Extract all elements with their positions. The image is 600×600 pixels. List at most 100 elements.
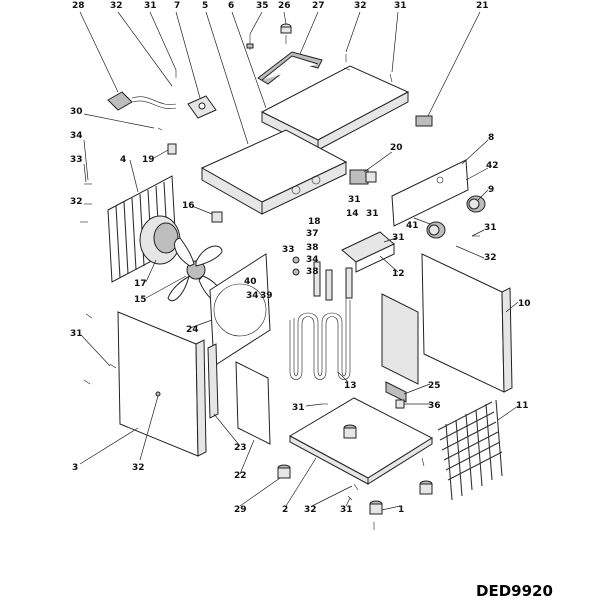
callout-13: 13 (344, 381, 357, 391)
callout-35: 35 (256, 1, 269, 11)
callout-24: 24 (186, 325, 199, 335)
callout-36: 36 (428, 401, 441, 411)
leader-34-left (83, 139, 89, 181)
callout-19: 19 (142, 155, 155, 165)
part-foot-left (277, 464, 291, 479)
leader-32-top (117, 11, 173, 87)
part-control-panel (391, 159, 469, 227)
callout-34-mid: 34 (246, 291, 259, 301)
callout-33-mid: 33 (282, 245, 295, 255)
leader-25 (403, 383, 431, 395)
part-foot-right (419, 480, 433, 495)
leader-11 (497, 405, 519, 421)
callout-15: 15 (134, 295, 147, 305)
callout-31-knob: 31 (484, 223, 497, 233)
part-power-cord (107, 91, 177, 111)
leader-32-bottom-left (139, 395, 159, 461)
callout-8: 8 (488, 133, 494, 143)
part-base-plate (288, 397, 434, 485)
callout-2: 2 (282, 505, 288, 515)
callout-32-knob: 32 (484, 253, 497, 263)
callout-34-left: 34 (70, 131, 83, 141)
callout-labels: 28 32 31 7 5 6 35 26 27 32 31 21 30 34 3… (70, 1, 531, 515)
part-bracket-23 (207, 343, 219, 419)
callout-20: 20 (390, 143, 403, 153)
leader-31-center (305, 403, 323, 407)
callout-31-left: 31 (70, 329, 83, 339)
leader-8 (461, 139, 489, 165)
model-number: DED9920 (476, 582, 553, 600)
part-knob-9 (466, 195, 486, 213)
callout-37: 37 (306, 229, 319, 239)
callout-27: 27 (312, 1, 325, 11)
leader-27 (299, 11, 319, 55)
callout-7: 7 (174, 1, 180, 11)
callout-31-bottom: 31 (340, 505, 353, 515)
leader-33-left (83, 163, 87, 183)
leader-32-mid (455, 245, 485, 259)
leader-1 (381, 505, 401, 511)
part-spacer-36 (395, 399, 405, 409)
part-knob-41 (426, 221, 446, 239)
leader-17 (145, 259, 157, 283)
leader-6 (231, 11, 267, 109)
part-thermostat (415, 115, 433, 127)
callout-3: 3 (72, 463, 78, 473)
leader-lines (79, 11, 519, 511)
callout-31-switch2: 31 (366, 209, 379, 219)
leader-30 (83, 113, 155, 129)
callout-39: 39 (260, 291, 273, 301)
callout-32-bottom-left: 32 (132, 463, 145, 473)
leader-31-right (391, 11, 399, 73)
part-cord-clamp (187, 95, 217, 119)
part-bracket-19 (167, 143, 177, 155)
callout-26: 26 (278, 1, 291, 11)
callout-10: 10 (518, 299, 531, 309)
callout-28: 28 (72, 1, 85, 11)
part-foot-front (369, 500, 383, 515)
callout-23: 23 (234, 443, 247, 453)
leader-42 (465, 167, 489, 181)
part-heater-bracket (341, 231, 395, 273)
callout-4: 4 (120, 155, 126, 165)
part-motor (139, 215, 181, 265)
part-fan-shroud (209, 253, 271, 367)
part-base-frame (200, 129, 348, 215)
callout-31-center: 31 (292, 403, 305, 413)
callout-31-top: 31 (144, 1, 157, 11)
leader-13 (337, 371, 349, 383)
part-switch (349, 169, 377, 185)
callout-25: 25 (428, 381, 441, 391)
callout-31-switch: 31 (348, 195, 361, 205)
callout-34-terminal: 34 (306, 255, 319, 265)
leader-7 (175, 11, 201, 99)
callout-42: 42 (486, 161, 499, 171)
leader-10 (505, 301, 519, 313)
callout-12: 12 (392, 269, 405, 279)
leader-21 (427, 11, 481, 117)
part-small-knob (280, 23, 292, 44)
part-foot-center (343, 424, 357, 439)
leader-2 (285, 457, 317, 507)
leader-26 (283, 11, 287, 25)
leader-31-left (81, 335, 111, 367)
leader-16 (191, 205, 213, 215)
leader-24 (189, 319, 213, 329)
callout-9: 9 (488, 185, 494, 195)
leader-19 (153, 149, 169, 159)
callout-32-right: 32 (354, 1, 367, 11)
leader-28 (79, 11, 119, 93)
part-handle (257, 51, 323, 85)
leader-23 (213, 413, 241, 447)
leader-15 (145, 275, 187, 299)
callout-33-left: 33 (70, 155, 83, 165)
leader-20 (363, 151, 393, 173)
callout-5: 5 (202, 1, 208, 11)
callout-29: 29 (234, 505, 247, 515)
callout-17: 17 (134, 279, 147, 289)
callout-21: 21 (476, 1, 489, 11)
callout-22: 22 (234, 471, 247, 481)
callout-32-left: 32 (70, 197, 83, 207)
